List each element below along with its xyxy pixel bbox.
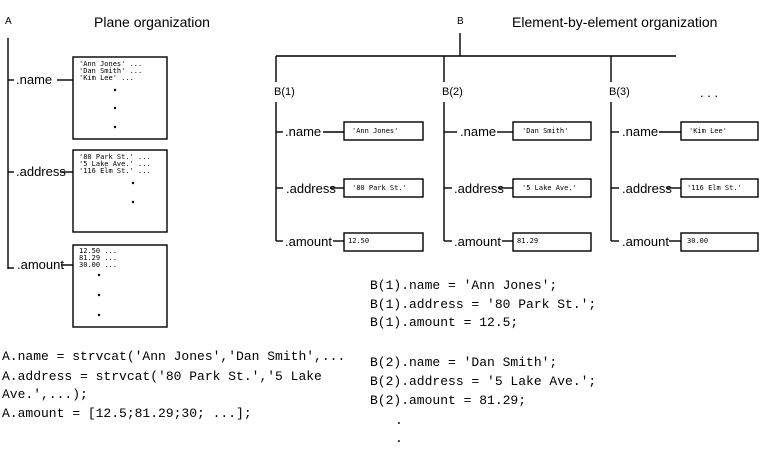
element-b1: B(1) .name 'Ann Jones' .address '80 Park… xyxy=(274,86,424,252)
plane-field-name: .name xyxy=(16,72,52,87)
element-field-address: .address xyxy=(454,181,504,196)
code-line: B(1).amount = 12.5; xyxy=(370,315,518,330)
code-line: Ave.',...); xyxy=(2,387,88,402)
plane-name-row: 'Ann Jones' ... xyxy=(79,60,142,68)
struct-b-label: B xyxy=(457,16,464,27)
element-field-name: .name xyxy=(460,124,496,139)
element-organization-title: Element-by-element organization xyxy=(512,14,717,30)
element-name-box xyxy=(512,121,592,141)
plane-name-box xyxy=(72,56,168,140)
plane-name-dot xyxy=(113,106,117,110)
plane-address-row: '116 Elm St.' ... xyxy=(79,167,151,175)
plane-organization-title: Plane organization xyxy=(94,14,210,30)
element-field-amount: .amount xyxy=(454,234,501,249)
code-line: A.address = strvcat('80 Park St.','5 Lak… xyxy=(2,369,322,384)
code-line: A.amount = [12.5;81.29;30; ...]; xyxy=(2,406,252,421)
code-line: B(1).address = '80 Park St.'; xyxy=(370,297,596,312)
element-address-value: '80 Park St.' xyxy=(352,184,407,192)
element-label: B(3) xyxy=(609,86,630,98)
plane-name-dot xyxy=(113,125,117,129)
plane-name-dot xyxy=(113,88,117,92)
element-name-box xyxy=(680,121,759,141)
element-address-value: '116 Elm St.' xyxy=(687,184,742,192)
element-amount-value: 30.00 xyxy=(687,237,708,245)
code-line: B(1).name = 'Ann Jones'; xyxy=(370,278,557,293)
code-line: A.name = strvcat('Ann Jones','Dan Smith'… xyxy=(2,349,345,364)
plane-address-box xyxy=(72,149,168,233)
code-continuation-dot: . xyxy=(395,413,403,428)
plane-amount-box xyxy=(72,244,168,328)
element-field-name: .name xyxy=(622,124,658,139)
element-field-address: .address xyxy=(286,181,336,196)
element-name-value: 'Kim Lee' xyxy=(689,127,727,135)
plane-amount-row: 30.00 ... xyxy=(79,261,117,269)
plane-amount-row: 12.50 ... xyxy=(79,247,117,255)
code-line: B(2).address = '5 Lake Ave.'; xyxy=(370,374,596,389)
element-name-box xyxy=(343,121,424,141)
element-amount-box xyxy=(680,232,759,252)
plane-amount-dot xyxy=(97,313,101,317)
element-address-value: '5 Lake Ave.' xyxy=(522,184,577,192)
plane-address-row: '80 Park St.' ... xyxy=(79,153,151,161)
element-amount-value: 12.50 xyxy=(348,237,369,245)
code-line: B(2).amount = 81.29; xyxy=(370,393,526,408)
plane-address-dot xyxy=(131,200,135,204)
element-field-amount: .amount xyxy=(285,234,332,249)
element-amount-value: 81.29 xyxy=(517,237,538,245)
plane-address-dot xyxy=(131,181,135,185)
element-b3: B(3) .name 'Kim Lee' .address '116 Elm S… xyxy=(609,86,759,252)
plane-amount-dot xyxy=(97,293,101,297)
element-name-value: 'Ann Jones' xyxy=(352,127,398,135)
element-address-box xyxy=(680,178,759,198)
element-amount-box xyxy=(343,232,424,252)
plane-name-row: 'Kim Lee' ... xyxy=(79,74,134,82)
plane-amount-row: 81.29 ... xyxy=(79,254,117,262)
element-b2: B(2) .name 'Dan Smith' .address '5 Lake … xyxy=(442,86,592,252)
element-address-box xyxy=(512,178,592,198)
code-continuation-dot: . xyxy=(395,431,403,446)
code-line: B(2).name = 'Dan Smith'; xyxy=(370,355,557,370)
element-field-amount: .amount xyxy=(622,234,669,249)
element-ellipsis: . . . xyxy=(700,85,718,100)
plane-field-address: .address xyxy=(16,164,66,179)
code-block-b: B(1).name = 'Ann Jones'; B(1).address = … xyxy=(370,278,596,446)
plane-amount-dot xyxy=(97,273,101,277)
plane-name-row: 'Dan Smith' ... xyxy=(79,67,142,75)
element-field-name: .name xyxy=(285,124,321,139)
element-label: B(2) xyxy=(442,86,463,98)
struct-a-label: A xyxy=(5,16,12,27)
element-label: B(1) xyxy=(274,86,295,98)
element-address-box xyxy=(343,178,424,198)
code-block-a: A.name = strvcat('Ann Jones','Dan Smith'… xyxy=(2,349,345,421)
element-name-value: 'Dan Smith' xyxy=(522,127,568,135)
element-amount-box xyxy=(512,232,592,252)
plane-field-amount: .amount xyxy=(17,257,64,272)
element-field-address: .address xyxy=(622,181,672,196)
plane-address-row: '5 Lake Ave.' ... xyxy=(79,160,151,168)
